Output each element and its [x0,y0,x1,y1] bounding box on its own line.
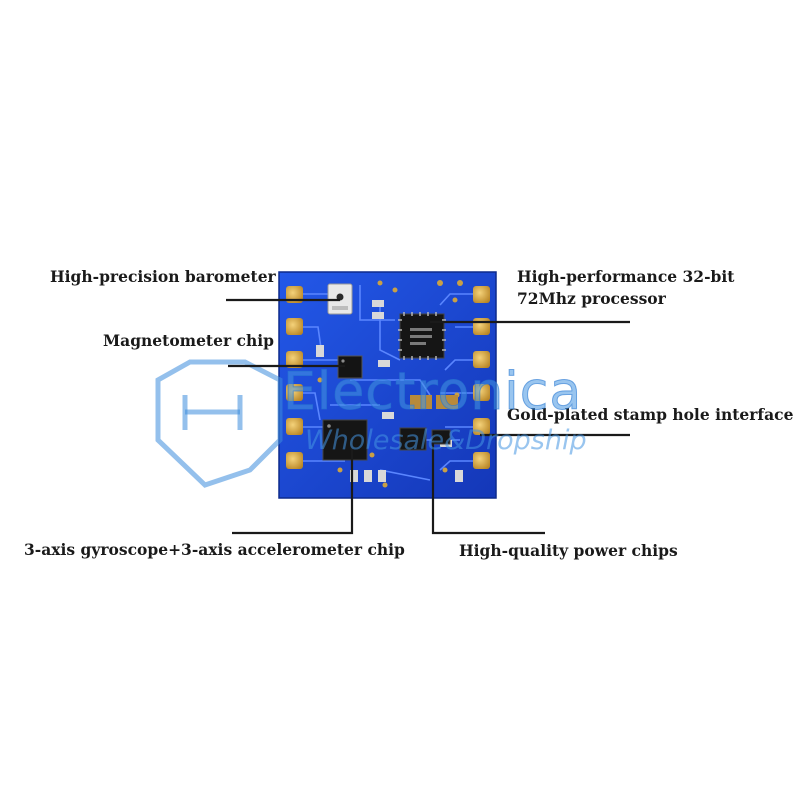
label-processor: High-performance 32-bit 72Mhz processor [517,266,734,310]
watermark-logo [155,359,283,488]
label-processor-line2: 72Mhz processor [517,289,666,308]
label-barometer: High-precision barometer [50,267,276,286]
pcb-board [278,271,497,499]
leader-power [431,440,545,535]
label-processor-line1: High-performance 32-bit [517,267,735,286]
leader-lines [226,298,630,535]
power-chips [399,427,451,451]
label-magnetometer: Magnetometer chip [103,331,274,350]
processor-chip [398,312,446,360]
label-gyro-accel: 3-axis gyroscope+3-axis accelerometer ch… [24,540,405,559]
gyro-accelerometer-chip [322,419,368,461]
label-stamp-hole: Gold-plated stamp hole interface [507,405,794,424]
leader-gyro-accel [232,440,354,535]
left-stamp-pads [286,286,303,469]
label-power: High-quality power chips [459,541,678,560]
watermark-brand: Electronica [282,362,583,423]
pcb-vias [317,280,463,488]
magnetometer-chip [337,355,363,379]
watermark-tagline: Wholesale&Dropship [305,425,587,456]
